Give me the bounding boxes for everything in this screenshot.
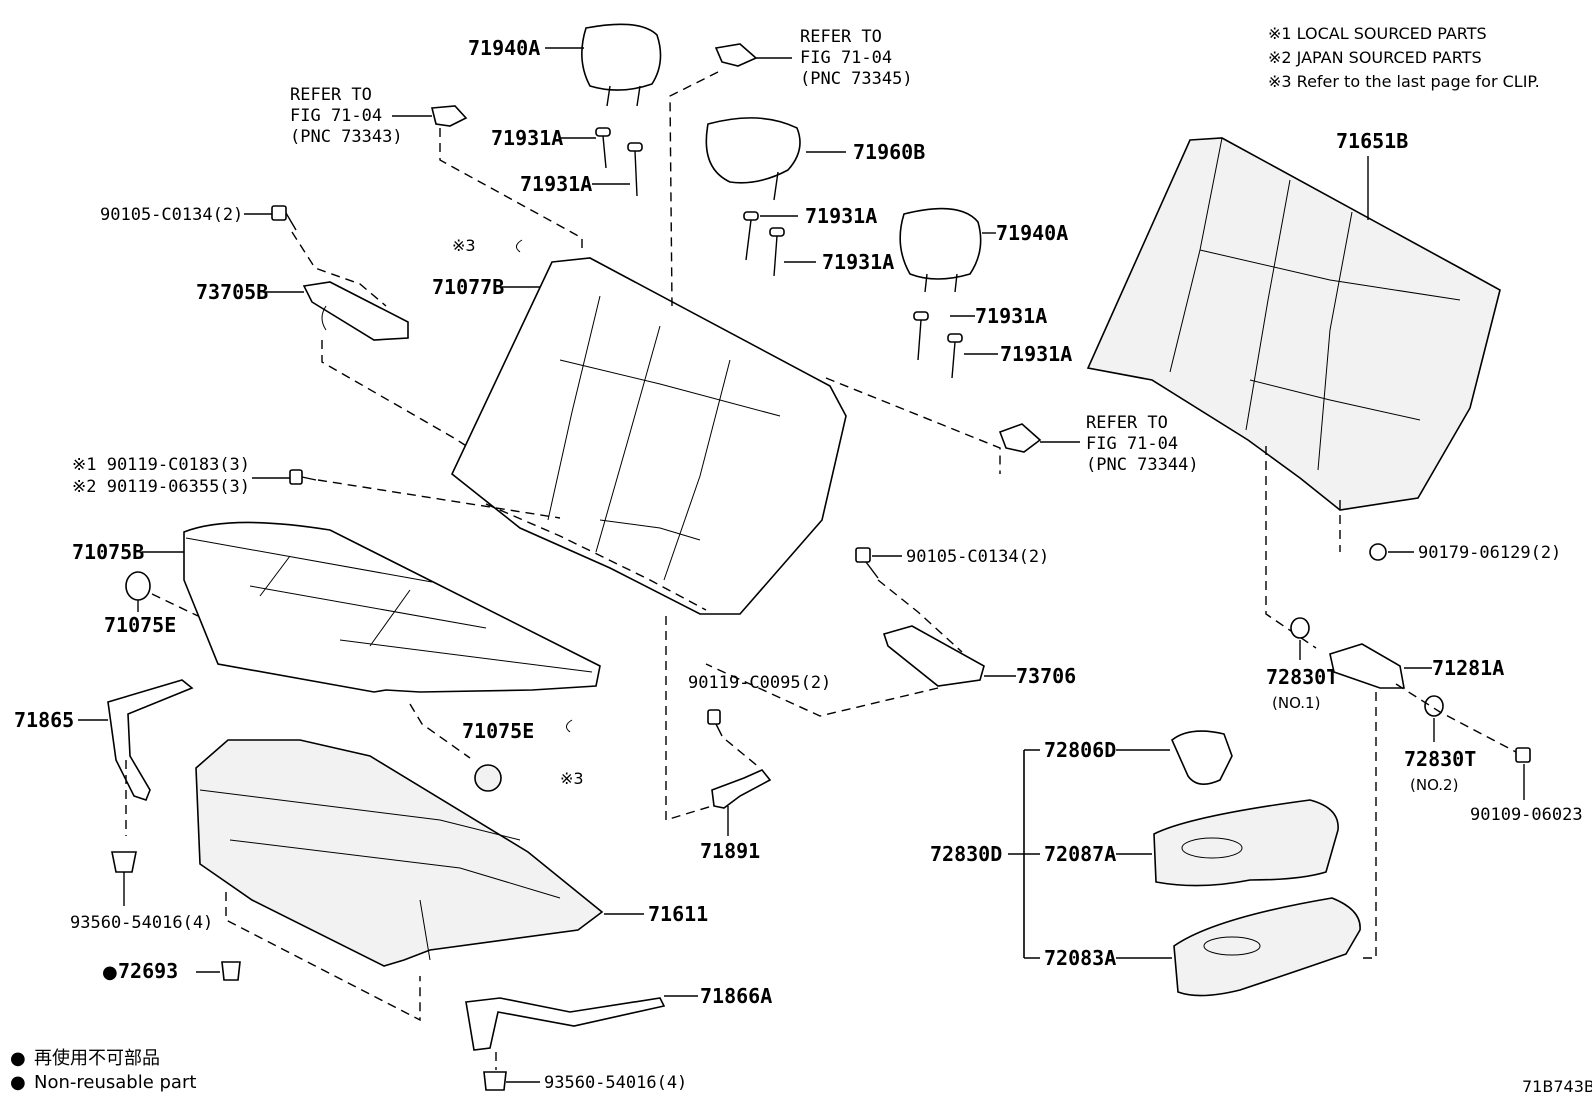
headrest-71960b xyxy=(705,117,801,201)
clip-73345 xyxy=(714,43,758,67)
fastener-71075e-left xyxy=(125,571,151,601)
label-72087a: 72087A xyxy=(1044,842,1116,866)
label-71651b: 71651B xyxy=(1336,129,1408,153)
label-73705b: 73705B xyxy=(196,280,268,304)
clip-72693 xyxy=(221,961,241,981)
ref-73345-line2: FIG 71-04 xyxy=(800,48,892,68)
note-local-sourced: ※1 LOCAL SOURCED PARTS xyxy=(1268,24,1487,43)
clip-ref-3-mid: ※3 xyxy=(560,769,584,788)
grommet-93560-left xyxy=(111,851,137,873)
figure-id: 71B743B xyxy=(1522,1077,1592,1096)
label-72830t-no1: 72830T xyxy=(1266,665,1338,689)
assembly-bracket-72830d xyxy=(1008,749,1040,959)
bolt-90119 xyxy=(289,469,317,485)
ref-73344-line1: REFER TO xyxy=(1086,413,1168,433)
clip-ref-3-top: ※3 xyxy=(452,236,476,255)
label-71931a-5: 71931A xyxy=(975,304,1047,328)
bolt-90105-left xyxy=(271,205,297,231)
bracket-71866a xyxy=(465,997,666,1051)
label-73706: 73706 xyxy=(1016,664,1076,688)
ref-73344-line2: FIG 71-04 xyxy=(1086,434,1178,454)
note-japan-sourced: ※2 JAPAN SOURCED PARTS xyxy=(1268,48,1482,67)
label-71077b: 71077B xyxy=(432,275,504,299)
ref-73343-line2: FIG 71-04 xyxy=(290,106,382,126)
label-71891: 71891 xyxy=(700,839,760,863)
screw-90109 xyxy=(1515,747,1531,763)
clip-73344 xyxy=(998,423,1042,453)
hinge-73705b xyxy=(302,281,409,341)
guide-71931a-pair-top xyxy=(595,127,643,197)
label-71931a-3: 71931A xyxy=(805,204,877,228)
label-90119-c0183: ※1 90119-C0183(3) xyxy=(72,455,250,475)
label-71940a-top: 71940A xyxy=(468,36,540,60)
grommet-93560-bottom xyxy=(483,1071,507,1091)
cushion-frame-71611 xyxy=(195,739,604,967)
label-71075e-left: 71075E xyxy=(104,613,176,637)
label-72806d: 72806D xyxy=(1044,738,1116,762)
ref-73345-line1: REFER TO xyxy=(800,27,882,47)
bolt-90119-c0095 xyxy=(707,709,723,737)
bolt-90105-right xyxy=(855,547,879,579)
label-71940a-right: 71940A xyxy=(996,221,1068,245)
label-72830t-no2: 72830T xyxy=(1404,747,1476,771)
label-72830t-no1-sub: (NO.1) xyxy=(1272,694,1320,712)
nut-90179 xyxy=(1369,543,1387,561)
label-72830d: 72830D xyxy=(930,842,1002,866)
ref-73345-line3: (PNC 73345) xyxy=(800,69,913,89)
label-71281a: 71281A xyxy=(1432,656,1504,680)
clip-73343 xyxy=(430,105,468,127)
label-90109: 90109-06023 xyxy=(1470,805,1583,825)
label-90179: 90179-06129(2) xyxy=(1418,543,1561,563)
label-90119-06355: ※2 90119-06355(3) xyxy=(72,477,250,497)
label-71075b: 71075B xyxy=(72,540,144,564)
ref-73344-line3: (PNC 73344) xyxy=(1086,455,1199,475)
label-93560-bottom: 93560-54016(4) xyxy=(544,1073,687,1093)
ref-73343-line1: REFER TO xyxy=(290,85,372,105)
label-72693: 72693 xyxy=(118,959,178,983)
label-72083a: 72083A xyxy=(1044,946,1116,970)
cushion-cover-71075b xyxy=(183,521,601,693)
label-71865: 71865 xyxy=(14,708,74,732)
label-71931a-1: 71931A xyxy=(491,126,563,150)
hinge-73706 xyxy=(882,625,985,687)
label-90119-c0095: 90119-C0095(2) xyxy=(688,673,831,693)
label-71075e-mid: 71075E xyxy=(462,719,534,743)
label-90105-right: 90105-C0134(2) xyxy=(906,547,1049,567)
label-71611: 71611 xyxy=(648,902,708,926)
legend-japanese: 再使用不可部品 xyxy=(34,1048,160,1069)
label-72830t-no2-sub: (NO.2) xyxy=(1410,776,1458,794)
label-71931a-6: 71931A xyxy=(1000,342,1072,366)
seat-back-71077b xyxy=(451,257,847,615)
label-90105-left: 90105-C0134(2) xyxy=(100,205,243,225)
bracket-71865 xyxy=(107,679,194,801)
bracket-71281a xyxy=(1329,643,1405,689)
collar-72830t-no1 xyxy=(1290,617,1310,639)
fastener-71075e-mid xyxy=(474,764,502,792)
seat-back-71651b xyxy=(1086,137,1501,511)
legend-bullet-72693: ● xyxy=(102,962,118,983)
clip-icon-mid xyxy=(566,719,573,733)
armrest-72083a xyxy=(1173,897,1361,997)
note-clip-reference: ※3 Refer to the last page for CLIP. xyxy=(1268,72,1540,91)
label-71960b: 71960B xyxy=(853,140,925,164)
bracket-71891 xyxy=(711,769,772,809)
armrest-72087a xyxy=(1153,799,1339,887)
label-93560-left: 93560-54016(4) xyxy=(70,913,213,933)
legend-english: Non-reusable part xyxy=(34,1072,196,1093)
headrest-71940a-right xyxy=(899,207,982,293)
cup-holder-72806d xyxy=(1171,730,1233,785)
clip-icon-top xyxy=(516,239,523,253)
label-71931a-4: 71931A xyxy=(822,250,894,274)
ref-73343-line3: (PNC 73343) xyxy=(290,127,403,147)
legend-bullet-en: ● xyxy=(10,1072,26,1093)
legend-bullet-jp: ● xyxy=(10,1048,26,1069)
headrest-71940a-top xyxy=(581,23,662,107)
label-71866a: 71866A xyxy=(700,984,772,1008)
guide-71931a-pair-right xyxy=(913,311,963,379)
collar-72830t-no2 xyxy=(1424,695,1444,717)
label-71931a-2: 71931A xyxy=(520,172,592,196)
guide-71931a-pair-middle xyxy=(743,211,785,277)
